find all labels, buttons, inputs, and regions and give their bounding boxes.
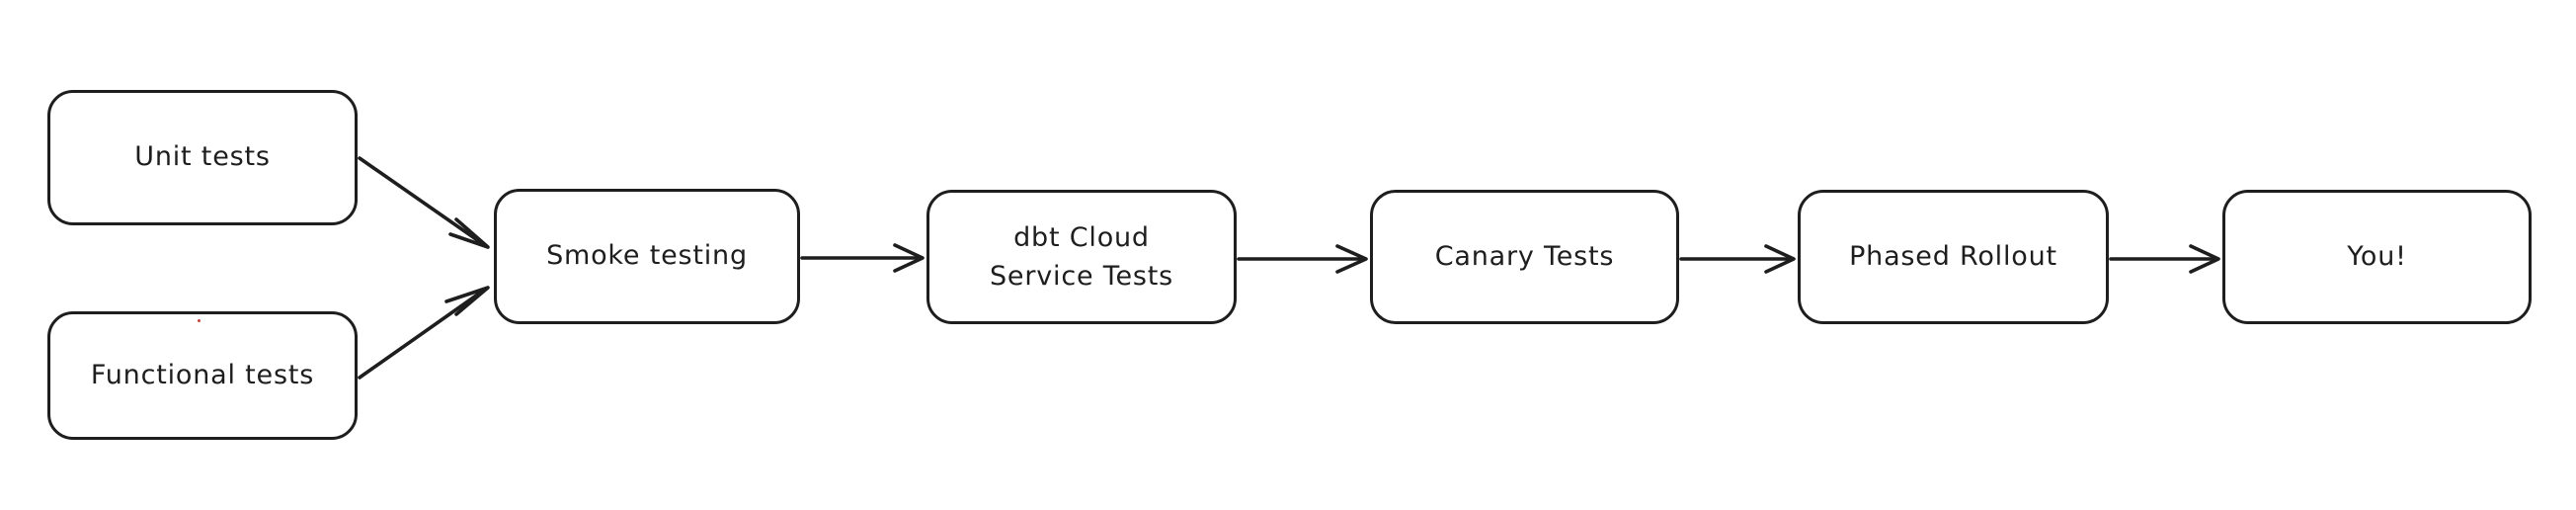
node-label-functional-tests: Functional tests: [90, 359, 315, 390]
edge-dbt-to-canary: [1237, 244, 1368, 274]
node-canary-tests[interactable]: Canary Tests: [1370, 190, 1679, 324]
node-label-canary-tests: Canary Tests: [1434, 240, 1615, 272]
node-you[interactable]: You!: [2222, 190, 2532, 324]
node-smoke-testing[interactable]: Smoke testing: [494, 189, 800, 324]
edge-phased-to-you: [2109, 244, 2220, 274]
node-label-smoke-testing: Smoke testing: [546, 240, 748, 272]
ink-speck: [198, 319, 201, 322]
node-functional-tests[interactable]: Functional tests: [47, 311, 358, 440]
node-phased-rollout[interactable]: Phased Rollout: [1798, 190, 2109, 324]
node-label-phased-rollout: Phased Rollout: [1849, 240, 2057, 272]
node-dbt-cloud-service-tests[interactable]: dbt Cloud Service Tests: [926, 190, 1237, 324]
node-label-dbt-cloud-service-tests: dbt Cloud Service Tests: [989, 221, 1173, 292]
edge-canary-to-phased: [1679, 244, 1796, 274]
edge-unit-to-smoke: [358, 156, 490, 249]
node-label-you: You!: [2347, 240, 2407, 272]
edge-functional-to-smoke: [358, 286, 490, 380]
edge-smoke-to-dbt: [800, 243, 925, 273]
node-unit-tests[interactable]: Unit tests: [47, 90, 358, 225]
node-label-unit-tests: Unit tests: [134, 141, 271, 173]
